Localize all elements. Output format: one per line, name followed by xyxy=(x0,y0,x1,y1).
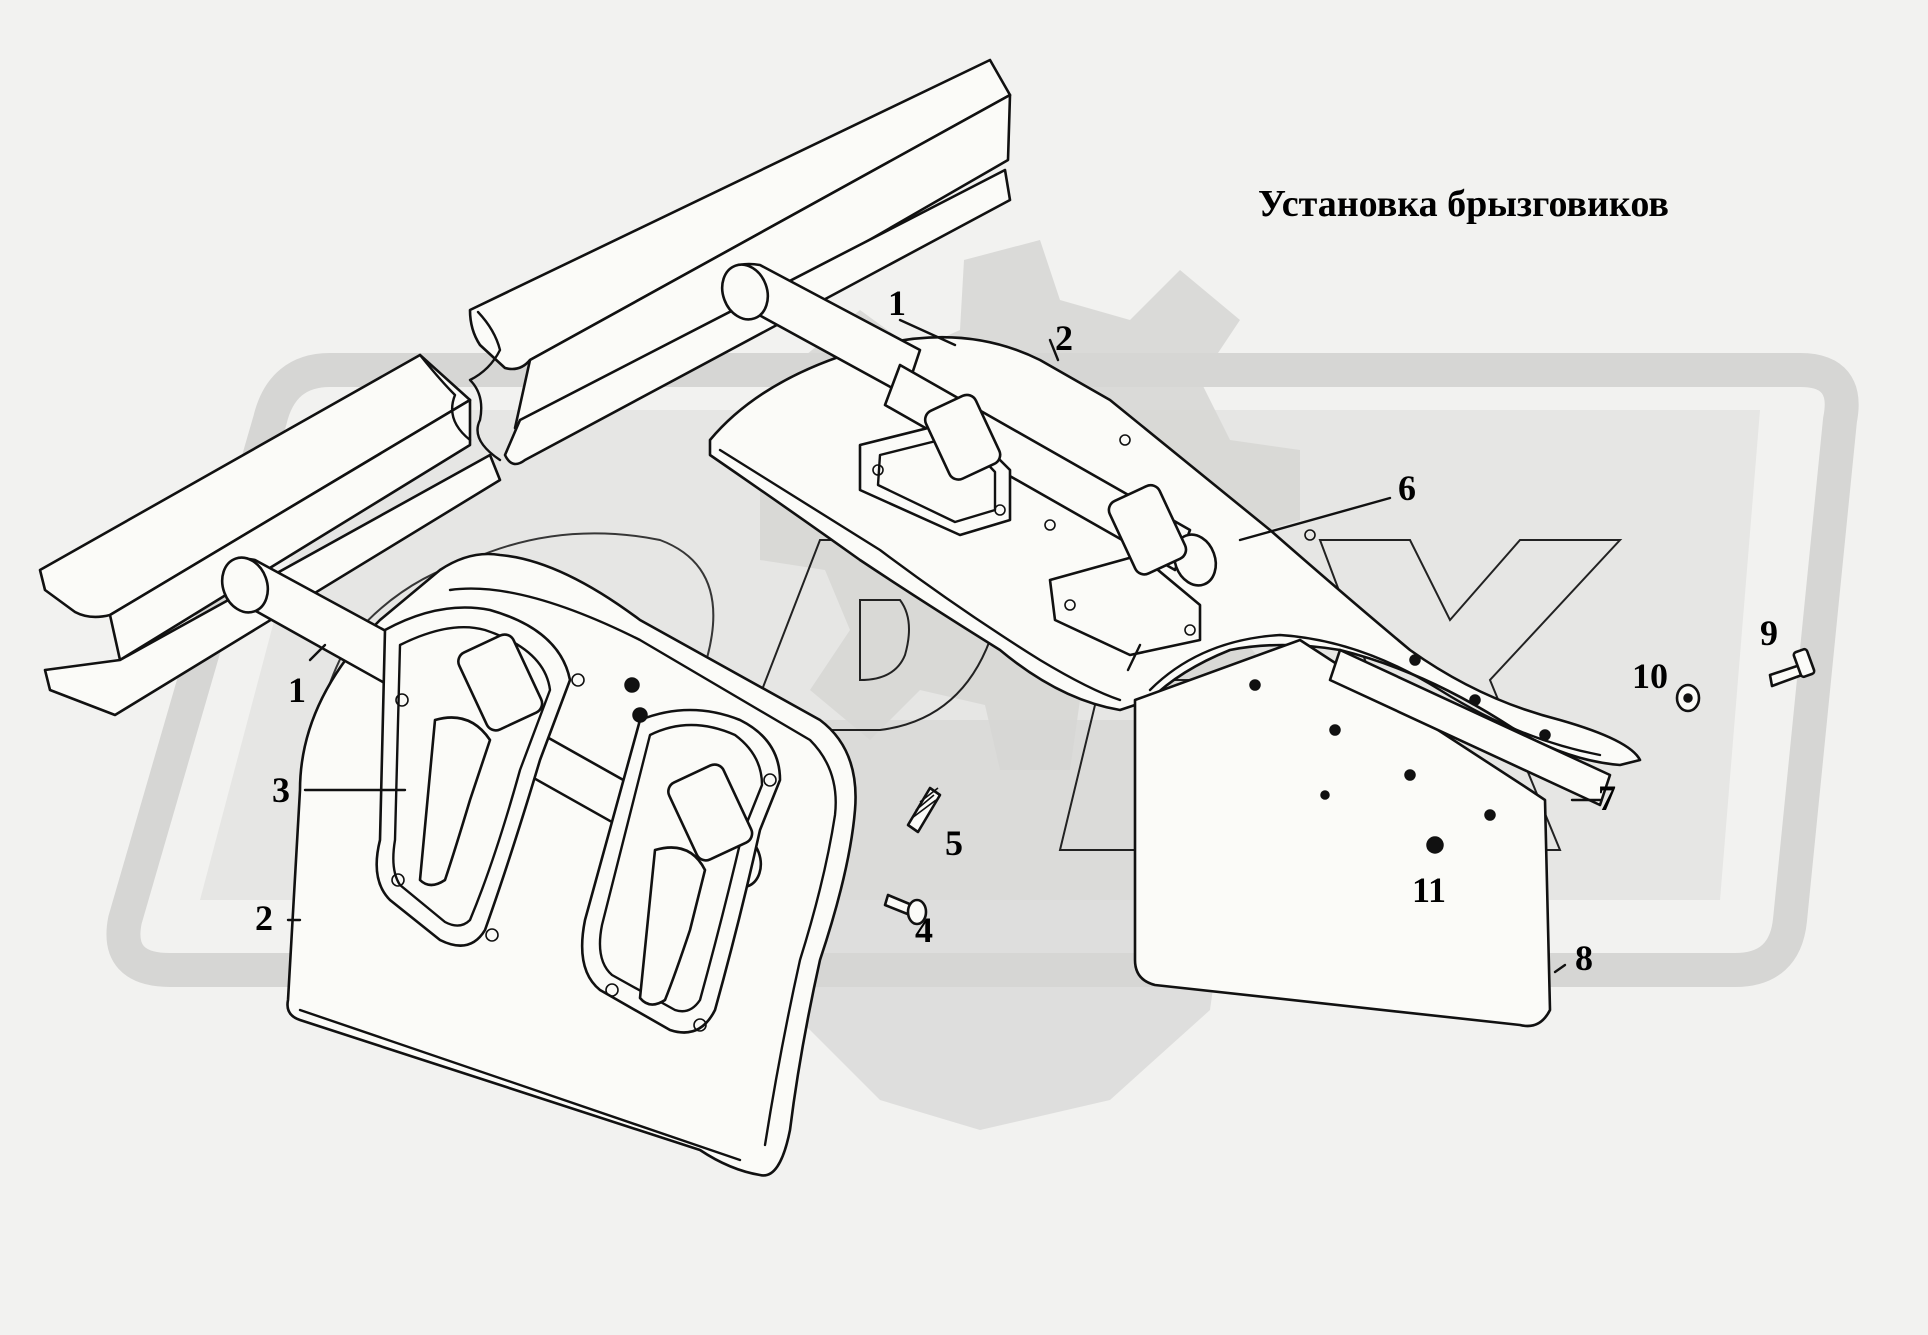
callout-5: 5 xyxy=(945,823,963,863)
rear-mudflap xyxy=(1133,638,1612,1028)
screw-5 xyxy=(906,786,942,834)
callout-9: 9 xyxy=(1760,613,1778,653)
callout-6: 6 xyxy=(1398,468,1416,508)
leader-lines xyxy=(286,318,1602,974)
drawing-title: Установка брызговиков xyxy=(1258,183,1669,225)
nut-11 xyxy=(1426,836,1444,854)
callout-1-lower: 1 xyxy=(288,670,306,710)
bolt-4 xyxy=(883,893,928,926)
upper-brackets xyxy=(858,393,1316,657)
callout-1-upper: 1 xyxy=(888,283,906,323)
callout-3: 3 xyxy=(272,770,290,810)
callout-8: 8 xyxy=(1575,938,1593,978)
bolt-9 xyxy=(1768,647,1816,688)
fasteners xyxy=(883,647,1816,926)
callout-11: 11 xyxy=(1412,870,1447,910)
callout-2-lower: 2 xyxy=(255,898,273,938)
callout-4: 4 xyxy=(915,910,933,950)
nut-10 xyxy=(1675,683,1701,713)
callout-2-upper: 2 xyxy=(1055,318,1073,358)
front-brackets xyxy=(375,606,782,1034)
callout-7: 7 xyxy=(1598,778,1616,818)
callout-10: 10 xyxy=(1632,656,1668,696)
